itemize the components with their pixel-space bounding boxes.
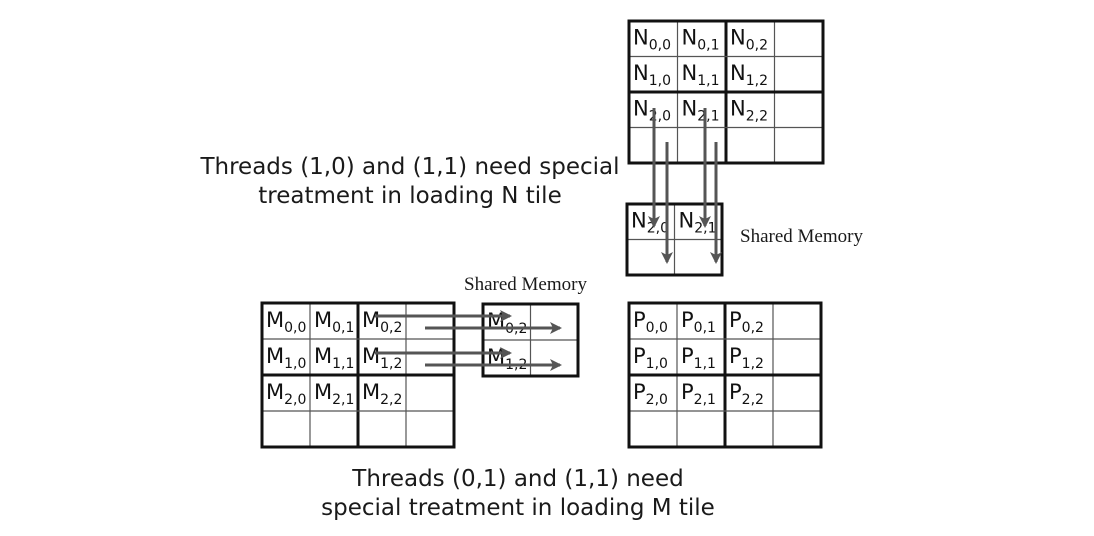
matrix-m-cell-label: M1,0 — [266, 344, 306, 372]
matrix-n-cell-label: N2,1 — [682, 96, 720, 124]
matrix-p-cell-label: P1,0 — [633, 344, 668, 372]
matrix-p-border — [627, 301, 823, 449]
matrix-p-cell-label: P2,0 — [633, 380, 668, 408]
shared-tile-m-border — [481, 302, 580, 378]
matrix-n-cell-label: N1,2 — [730, 61, 768, 89]
shared-tile-n-cell-label: N2,0 — [631, 208, 669, 236]
matrix-m: M0,0 M0,1 M0,2M1,0 M1,1 M1,2M2,0 M2,1 M2,2 — [260, 301, 456, 449]
shared-tile-m-cell-label: M0,2 — [487, 309, 527, 337]
matrix-n-border — [627, 19, 825, 165]
matrix-m-cell-label: M0,0 — [266, 308, 306, 336]
matrix-p-cell-label: P0,0 — [633, 308, 668, 336]
matrix-p-cell-label: P1,2 — [729, 344, 764, 372]
matrix-m-cell-label: M0,2 — [362, 308, 402, 336]
shared-tile-n-border — [625, 202, 724, 277]
matrix-p-cell-label: P1,1 — [681, 344, 716, 372]
matrix-n: N0,0 N0,1 N0,2N1,0 N1,1 N1,2N2,0 N2,1 N2,2 — [627, 19, 825, 165]
matrix-p-cell-label: P0,1 — [681, 308, 716, 336]
matrix-m-cell-label: M0,1 — [314, 308, 354, 336]
n-shared-memory-label: Shared Memory — [740, 226, 863, 247]
matrix-n-cell-label: N0,1 — [682, 25, 720, 53]
shared-tile-n: N2,0 N2,1 — [625, 202, 724, 277]
matrix-p-cell-label: P2,1 — [681, 380, 716, 408]
matrix-n-cell-label: N2,2 — [730, 96, 768, 124]
matrix-m-cell-label: M1,1 — [314, 344, 354, 372]
matrix-n-cell-label: N0,0 — [633, 25, 671, 53]
matrix-m-cell-label: M2,2 — [362, 380, 402, 408]
matrix-m-border — [260, 301, 456, 449]
matrix-m-cell-label: M2,0 — [266, 380, 306, 408]
m-tile-caption-line1: Threads (0,1) and (1,1) need — [351, 466, 683, 492]
matrix-m-cell-label: M1,2 — [362, 344, 402, 372]
shared-tile-n-cell-label: N2,1 — [679, 208, 717, 236]
matrix-m-cell-label: M2,1 — [314, 380, 354, 408]
shared-tile-m-cell-label: M1,2 — [487, 345, 527, 373]
matrix-n-cell-label: N2,0 — [633, 96, 671, 124]
m-shared-memory-label: Shared Memory — [464, 274, 587, 295]
matrix-p-cell-label: P0,2 — [729, 308, 764, 336]
m-tile-caption-line2: special treatment in loading M tile — [321, 495, 715, 521]
matrix-p-cell-label: P2,2 — [729, 380, 764, 408]
n-tile-caption-line1: Threads (1,0) and (1,1) need special — [199, 154, 619, 180]
n-tile-caption-line2: treatment in loading N tile — [258, 183, 561, 209]
matrix-n-cell-label: N1,1 — [682, 61, 720, 89]
matrix-p: P0,0 P0,1 P0,2P1,0 P1,1 P1,2P2,0 P2,1 P2,2 — [627, 301, 823, 449]
matrix-n-cell-label: N1,0 — [633, 61, 671, 89]
matrix-n-cell-label: N0,2 — [730, 25, 768, 53]
